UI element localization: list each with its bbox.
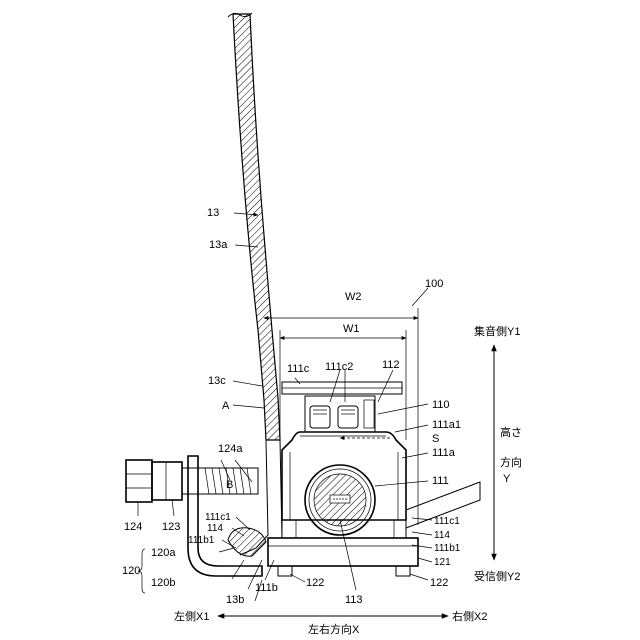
label-124: 124 [124,521,142,533]
label-122-left: 122 [306,577,324,589]
label-a: A [222,400,230,412]
label-111c1-right: 111c1 [434,516,460,527]
label-121: 121 [434,557,451,568]
dimension-w1 [280,330,406,440]
label-112: 112 [382,359,400,371]
label-123: 123 [162,521,180,533]
label-120a: 120a [151,547,176,559]
label-110: 110 [432,399,450,411]
label-111c: 111c [287,363,310,375]
dir-label-x2: 右側X2 [452,609,487,623]
label-124a: 124a [218,443,243,455]
dir-label-x1: 左側X1 [174,610,209,623]
dir-label-height-b: 方向 [500,455,522,469]
label-120: 120 [122,565,140,577]
label-111b1-right: 111b1 [434,543,461,554]
dir-label-y1: 集音側Y1 [474,324,520,338]
label-113: 113 [345,594,363,606]
label-114-left: 114 [207,523,223,534]
label-b: B [226,479,233,491]
microphone-110 [305,396,375,432]
label-100: 100 [425,278,443,290]
label-111c1-left: 111c1 [205,512,231,523]
label-114-right: 114 [434,530,450,541]
label-111c2: 111c2 [325,361,353,373]
label-s: S [432,433,439,445]
dir-label-y2: 受信側Y2 [474,570,520,583]
label-13a: 13a [209,239,228,251]
label-122-right: 122 [430,577,448,589]
label-13c: 13c [208,375,226,387]
dir-label-height-a: 高さ [500,425,522,439]
label-13: 13 [207,207,219,219]
label-w1: W1 [343,323,360,335]
nut-123 [152,462,182,500]
dir-label-x: 左右方向X [308,622,360,636]
label-111b: 111b [255,582,278,594]
label-111: 111 [432,475,449,487]
cable-113 [305,465,375,535]
bolt-124 [126,460,152,502]
label-111a: 111a [432,447,456,459]
label-111a1: 111a1 [432,419,461,431]
wall-panel-13 [228,13,282,555]
label-120b: 120b [151,577,175,589]
bolt-shaft-124a [182,468,258,494]
base-121 [268,538,418,576]
dir-label-height-c: Y [503,473,511,485]
label-13b: 13b [226,594,244,606]
label-w2-text: W2 [345,291,362,303]
leader-lines [138,213,432,601]
label-111b1-left: 111b1 [188,535,215,546]
clip-114 [228,528,266,556]
